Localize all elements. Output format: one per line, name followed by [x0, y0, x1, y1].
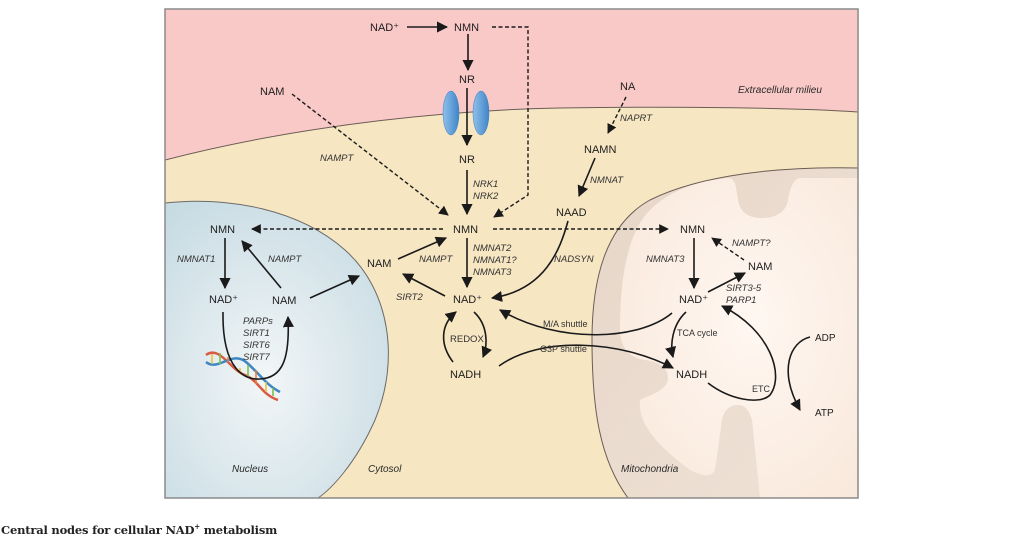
enzyme-nmnat3-cy: NMNAT3	[473, 267, 512, 278]
enzyme-sirt2: SIRT2	[396, 292, 423, 303]
arrow-exnam-cynmn-dashed	[291, 93, 449, 216]
label-nucleus: Nucleus	[232, 464, 268, 475]
node-ex-na: NA	[620, 81, 636, 93]
label-mitochondria: Mitochondria	[621, 464, 679, 475]
label-redox: REDOX	[450, 334, 484, 345]
arrow-naad-cynad	[490, 220, 569, 303]
enzyme-nmnat: NMNAT	[590, 175, 624, 186]
mitochondria-matrix	[620, 178, 858, 498]
arrow-nunad-nunam	[222, 311, 295, 380]
arrow-nadh-nad-redox	[442, 311, 457, 363]
arrow-na-namn-dashed	[607, 96, 627, 134]
enzyme-nadsyn: NADSYN	[554, 254, 594, 265]
pathway-arrows	[219, 21, 811, 411]
node-cy-nr: NR	[459, 154, 475, 166]
caption-suffix: metabolism	[199, 522, 278, 537]
arrow-minad-minam	[707, 272, 746, 293]
enzyme-naprt: NAPRT	[620, 113, 653, 124]
node-mi-nad: NAD⁺	[679, 294, 708, 306]
metabolite-labels: NAD⁺ NMN NR NAM NA NR NAMN NAAD NMN NAM …	[209, 22, 836, 419]
caption-superscript: +	[194, 522, 200, 531]
node-ex-nmn: NMN	[454, 22, 479, 34]
node-mi-nmn: NMN	[680, 224, 705, 236]
process-labels: REDOX M/A shuttle G3P shuttle TCA cycle …	[450, 319, 771, 394]
node-nu-nad: NAD⁺	[209, 294, 238, 306]
arrow-exnmn-cynmn-dashed	[492, 26, 529, 218]
node-ex-nam: NAM	[260, 86, 284, 98]
node-cy-nad: NAD⁺	[453, 294, 482, 306]
node-cy-namn: NAMN	[584, 144, 616, 156]
arrow-etc	[707, 305, 777, 401]
label-tca-cycle: TCA cycle	[677, 328, 718, 338]
enzyme-parps: PARPs	[243, 316, 273, 327]
node-mi-atp: ATP	[815, 408, 834, 419]
enzyme-nmnat3-mi: NMNAT3	[646, 254, 685, 265]
arrow-cynad-cynam	[402, 273, 446, 297]
arrow-tca-cycle	[665, 311, 687, 359]
arrow-nunam-nunmn	[241, 240, 282, 289]
node-mi-nam: NAM	[748, 261, 772, 273]
enzyme-nmnat2: NMNAT2	[473, 243, 512, 254]
label-etc: ETC	[752, 384, 771, 394]
node-cy-nmn: NMN	[453, 224, 478, 236]
dna-icon	[205, 351, 281, 402]
caption-prefix: Central nodes for cellular NAD	[1, 522, 195, 537]
node-ex-nad: NAD⁺	[370, 22, 399, 34]
nucleus-region	[165, 200, 389, 498]
enzyme-sirt7: SIRT7	[243, 352, 270, 363]
arrow-ma-shuttle	[499, 309, 673, 336]
figure-caption: Central nodes for cellular NAD+ metaboli…	[1, 522, 277, 537]
arrow-nunam-cynam	[309, 275, 361, 299]
enzyme-nampt-mi: NAMPT?	[732, 238, 771, 249]
node-mi-adp: ADP	[815, 333, 836, 344]
enzyme-sirt6: SIRT6	[243, 340, 270, 351]
label-extracellular: Extracellular milieu	[738, 85, 822, 96]
arrow-namn-naad	[577, 157, 596, 198]
enzyme-labels: NAMPT NAPRT NRK1 NRK2 NMNAT NMNAT2 NMNAT…	[177, 113, 771, 363]
enzyme-nampt-cy: NAMPT	[419, 254, 453, 265]
label-ma-shuttle: M/A shuttle	[543, 319, 588, 329]
node-cy-nadh: NADH	[450, 369, 481, 381]
enzyme-sirt35: SIRT3-5	[726, 283, 762, 294]
transporter-right	[472, 90, 490, 136]
node-cy-nam: NAM	[367, 258, 391, 270]
node-cy-naad: NAAD	[556, 207, 587, 219]
enzyme-sirt1: SIRT1	[243, 328, 270, 339]
label-cytosol: Cytosol	[368, 464, 402, 475]
node-nu-nam: NAM	[272, 295, 296, 307]
arrow-adp-atp	[787, 336, 811, 411]
node-ex-nr: NR	[459, 74, 475, 86]
arrow-g3p-shuttle	[498, 344, 674, 369]
node-nu-nmn: NMN	[210, 224, 235, 236]
label-g3p-shuttle: G3P shuttle	[540, 344, 587, 354]
arrow-cynam-cynmn	[397, 236, 448, 260]
compartment-labels: Extracellular milieu Nucleus Cytosol Mit…	[232, 85, 822, 475]
enzyme-nmnat1: NMNAT1	[177, 254, 215, 265]
arrow-nad-nadh-redox	[473, 311, 493, 359]
enzyme-nampt-nu: NAMPT	[268, 254, 302, 265]
enzyme-nrk1: NRK1	[473, 179, 498, 190]
enzyme-nampt-ex: NAMPT	[320, 153, 354, 164]
enzyme-nrk2: NRK2	[473, 191, 499, 202]
figure-frame	[164, 8, 859, 499]
node-mi-nadh: NADH	[676, 369, 707, 381]
transporter-left	[442, 90, 460, 136]
enzyme-nmnat1q: NMNAT1?	[473, 255, 517, 266]
enzyme-parp1: PARP1	[726, 295, 756, 306]
